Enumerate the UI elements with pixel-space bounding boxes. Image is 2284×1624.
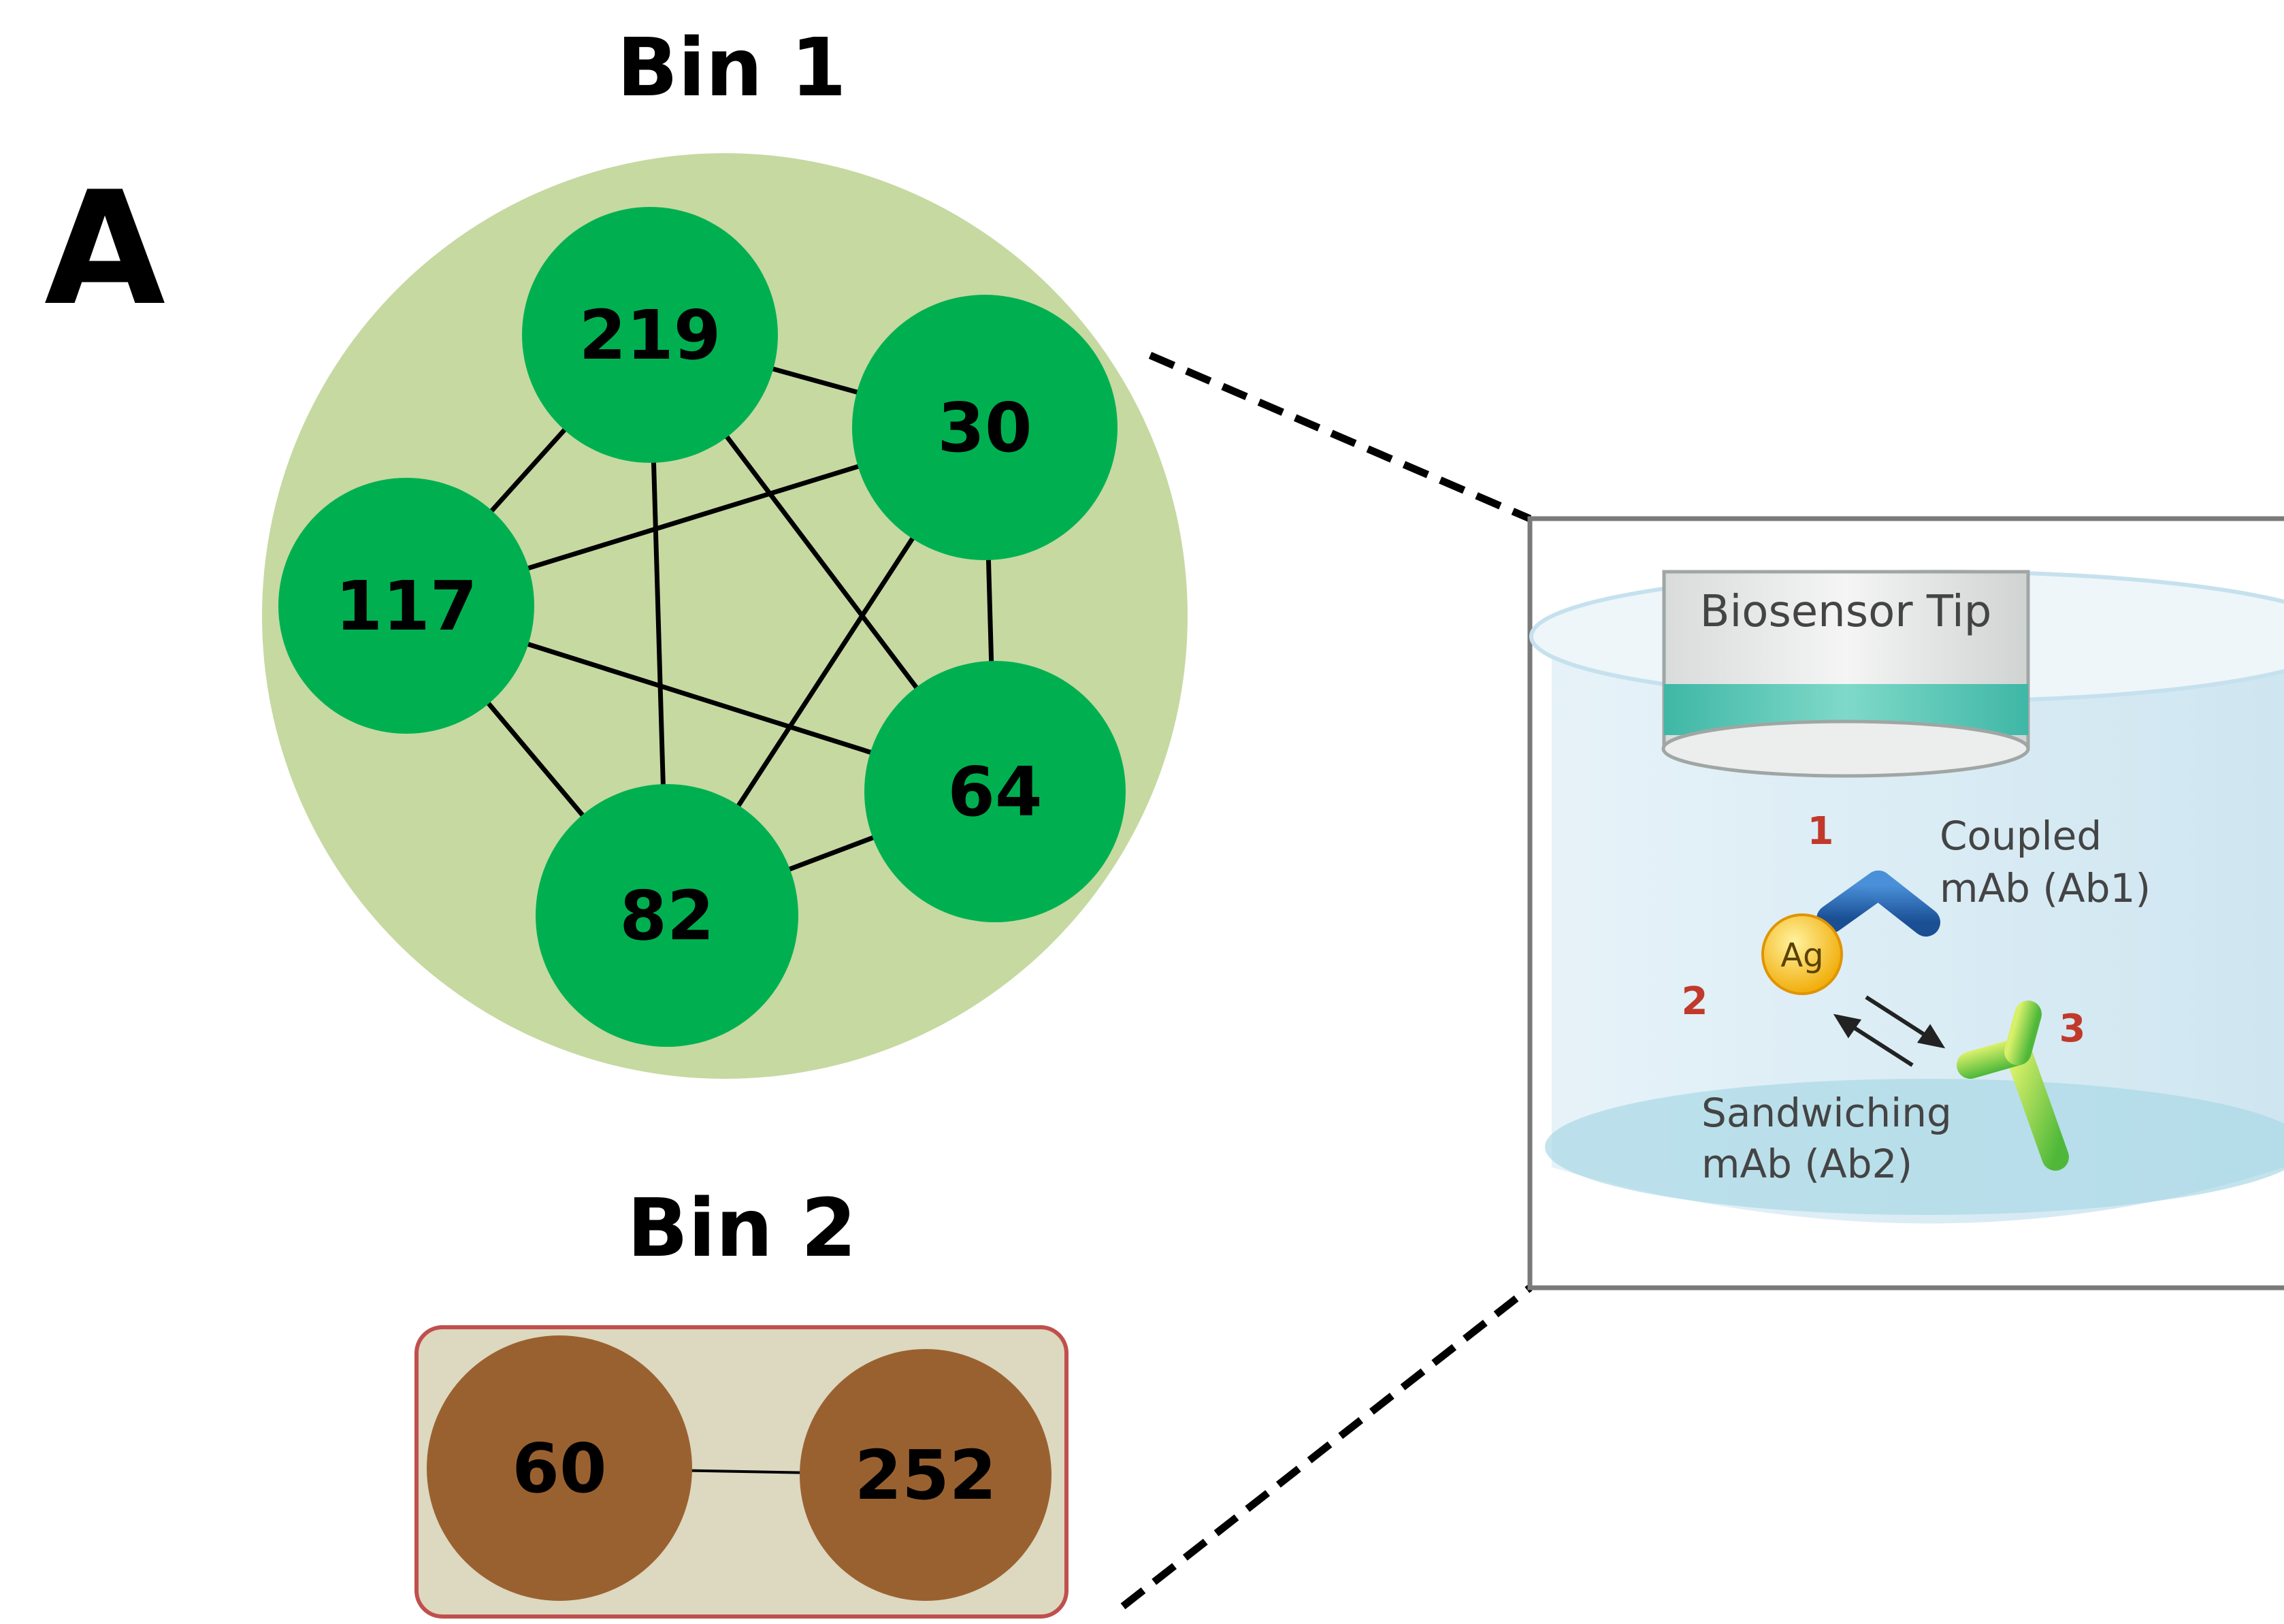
bin1-title: Bin 1	[617, 20, 847, 114]
equilibrium-arrows-icon	[1833, 995, 1946, 1067]
step-1-number: 1	[1808, 809, 1834, 854]
bin1-node-64	[864, 661, 1126, 922]
step-3-number: 3	[2059, 1007, 2086, 1051]
bin1-node-30	[852, 295, 1117, 560]
zoom-connector-top	[1148, 351, 1532, 523]
bin2-node-label-252: 252	[855, 1435, 997, 1515]
bin1-node-label-30: 30	[937, 388, 1032, 468]
bin2-node-252	[800, 1349, 1051, 1601]
zoom-connector-bottom	[1120, 1284, 1533, 1610]
bin2-node-60	[427, 1335, 692, 1601]
bin2-nodes: 60 252	[427, 1335, 1051, 1601]
bin1-nodes: 219 30 117 64 82	[278, 207, 1126, 1047]
bin1-node-label-82: 82	[619, 876, 714, 956]
well-liquid	[1545, 1079, 2284, 1215]
biosensor-inset: Biosensor Tip Ag 1 2 3 Coupled mAb	[1527, 516, 2284, 1290]
bin1-node-label-64: 64	[947, 752, 1042, 832]
bin2-title: Bin 2	[627, 1181, 857, 1275]
biosensor-tip-label: Biosensor Tip	[1700, 587, 1992, 637]
bin1-node-label-117: 117	[336, 566, 478, 646]
bin1-node-label-219: 219	[579, 295, 721, 375]
antigen-label: Ag	[1780, 937, 1823, 975]
step-2-number: 2	[1682, 979, 1708, 1024]
bin2-node-label-60: 60	[512, 1429, 606, 1508]
coupled-antibody-icon	[1816, 779, 1940, 937]
sandwiching-label-line2: mAb (Ab2)	[1701, 1141, 1912, 1187]
bin1-node-219	[522, 207, 778, 463]
panel-label: A	[44, 159, 165, 340]
sandwiching-antibody-icon	[1957, 1001, 2069, 1171]
biosensor-tip-bottom	[1661, 719, 2030, 778]
coupled-label-line2: mAb (Ab1)	[1940, 865, 2151, 911]
bin1-node-82	[536, 784, 798, 1047]
sandwiching-label-line1: Sandwiching	[1701, 1090, 1952, 1136]
bin1-node-117	[278, 478, 534, 734]
antigen-icon	[1761, 913, 1843, 995]
coupled-label-line1: Coupled	[1940, 813, 2102, 859]
